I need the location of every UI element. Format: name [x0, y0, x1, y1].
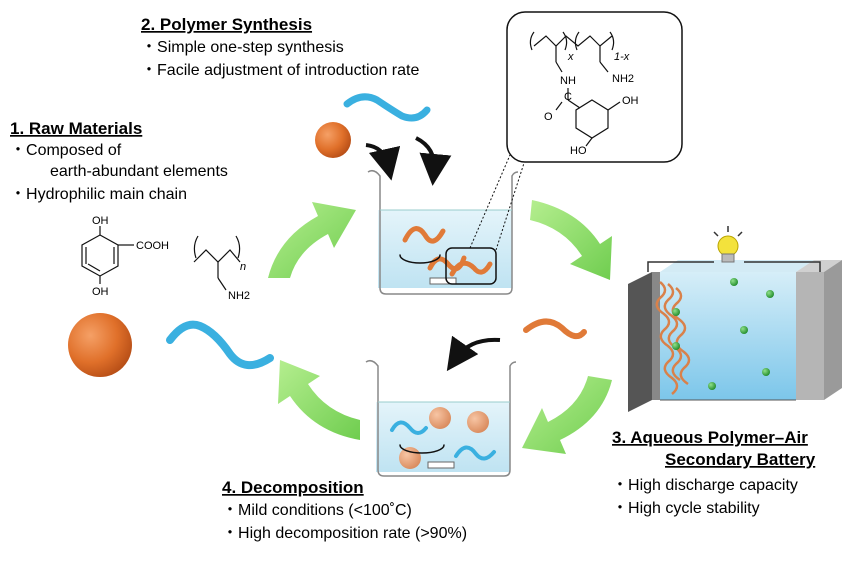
product-1x: 1-x: [614, 51, 630, 63]
product-o: O: [544, 111, 553, 123]
synthesis-bullet-1: ・Simple one-step synthesis: [141, 39, 344, 56]
monomer-oh-top: OH: [92, 215, 109, 227]
battery-bullet-2: ・High cycle stability: [612, 500, 760, 517]
polyamine-nh2: NH2: [228, 290, 250, 302]
raw-materials-label: 1. Raw Materials ・Composed of earth-abun…: [10, 119, 228, 203]
battery-title-line1: 3. Aqueous Polymer–Air: [612, 428, 808, 447]
raw-bullet-2: ・Hydrophilic main chain: [10, 186, 187, 203]
decomposition-title: 4. Decomposition: [222, 478, 364, 497]
black-arrow-chain-in: [415, 136, 452, 186]
light-bulb-circuit: [647, 226, 821, 272]
product-nh: NH: [560, 75, 576, 87]
blue-polymer-chain-synthesis: [343, 93, 431, 122]
orange-chain-decomposition: [523, 318, 587, 340]
ion-dots: [672, 278, 774, 390]
synthesis-title: 2. Polymer Synthesis: [141, 15, 312, 34]
raw-bullet-1-cont: earth-abundant elements: [50, 163, 228, 180]
decomposed-contents: [390, 407, 496, 469]
green-cycle-arrow-4: [278, 360, 360, 440]
product-c: C: [564, 91, 572, 103]
product-oh-right: OH: [622, 95, 639, 107]
green-cycle-arrow-1: [268, 202, 356, 278]
beaker-synthesis: [367, 169, 519, 295]
product-structure-bubble: x 1-x NH2 NH C O OH HO: [506, 11, 683, 163]
black-arrow-sphere-in: [365, 143, 401, 181]
monomer-oh-bottom: OH: [92, 286, 109, 298]
light-bulb-icon: [717, 235, 739, 257]
battery-title-line2: Secondary Battery: [665, 450, 816, 469]
product-oh-bottom: HO: [570, 145, 587, 157]
green-cycle-arrow-2: [530, 200, 612, 280]
monomer-cooh: COOH: [136, 240, 169, 252]
raw-bullet-1: ・Composed of: [10, 142, 122, 159]
polyamine-n: n: [240, 261, 246, 273]
zoom-box: [445, 154, 526, 285]
synthesis-bullet-2: ・Facile adjustment of introduction rate: [141, 62, 419, 79]
decomposition-label: 4. Decomposition ・Mild conditions (<100˚…: [222, 478, 467, 542]
polyallylamine-structure: [193, 235, 241, 291]
orange-sphere-synthesis: [315, 122, 351, 158]
raw-materials-title: 1. Raw Materials: [10, 119, 142, 138]
polymer-on-electrode: [655, 281, 691, 395]
decomp-bullet-1: ・Mild conditions (<100˚C): [222, 502, 412, 519]
decomp-bullet-2: ・High decomposition rate (>90%): [222, 525, 467, 542]
blue-polymer-chain-raw: [166, 320, 274, 369]
battery-bullet-1: ・High discharge capacity: [612, 477, 798, 494]
green-cycle-arrow-3: [522, 376, 612, 454]
product-x: x: [567, 51, 574, 63]
battery-label: 3. Aqueous Polymer–Air Secondary Battery…: [612, 428, 816, 517]
product-nh2: NH2: [612, 73, 634, 85]
synthesis-label: 2. Polymer Synthesis ・Simple one-step sy…: [141, 15, 419, 79]
orange-sphere-raw: [68, 313, 132, 377]
black-arrow-decomposition-in: [446, 335, 501, 372]
gentisic-acid-structure: [81, 226, 134, 284]
